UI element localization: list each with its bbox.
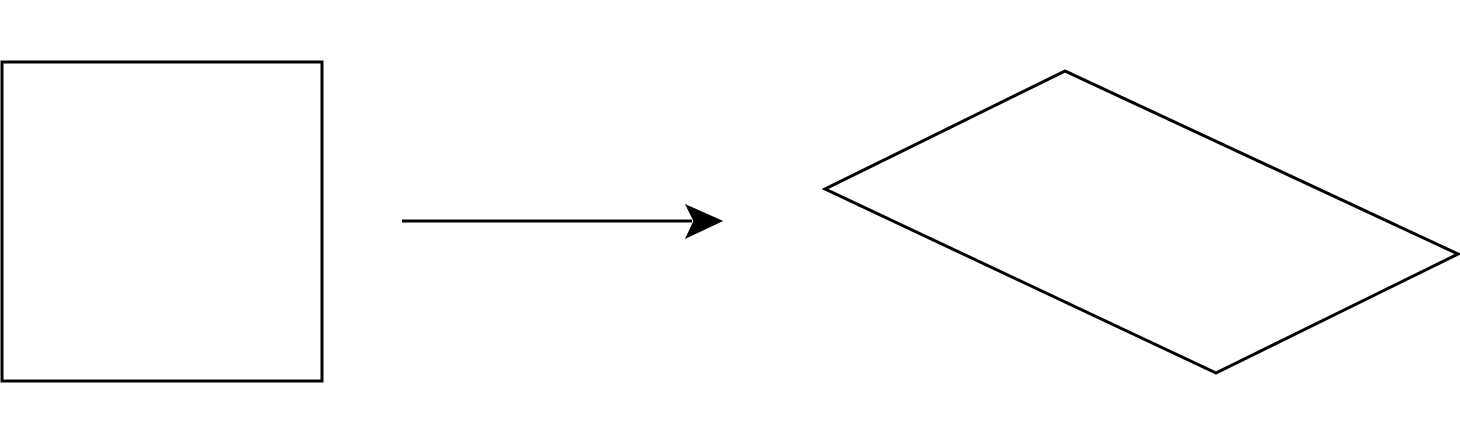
arrow-head-icon <box>684 203 724 240</box>
rhombus-shape[interactable] <box>821 69 1460 375</box>
arrow-connector[interactable] <box>402 203 724 240</box>
square-shape[interactable] <box>0 60 324 383</box>
